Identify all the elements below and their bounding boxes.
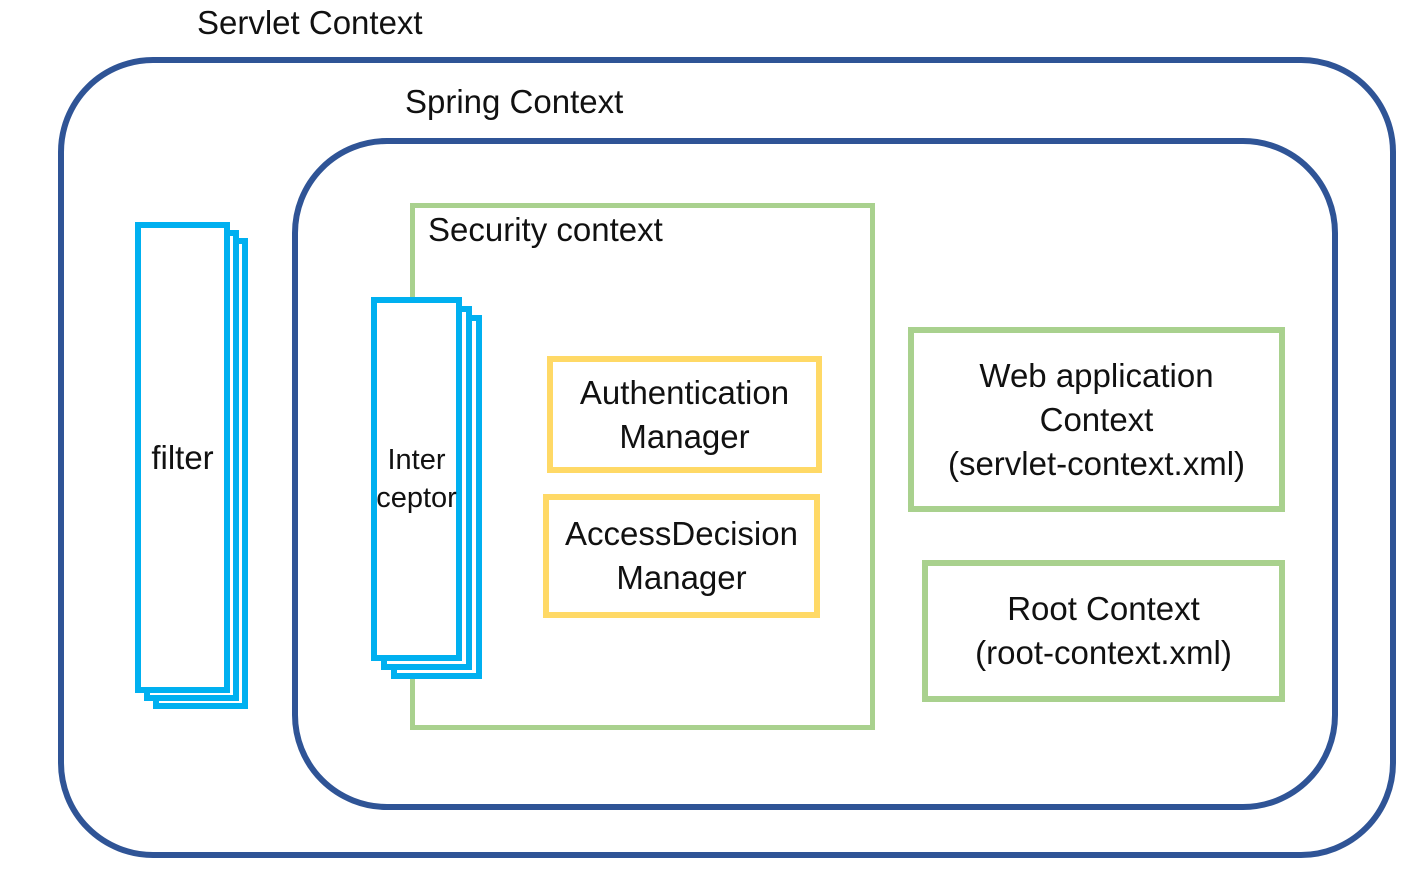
root-context-line1: Root Context (1007, 590, 1200, 627)
servlet-context-label: Servlet Context (197, 4, 423, 41)
web-application-context-line2: Context (1039, 400, 1154, 438)
root-context-line2: (root-context.xml) (975, 634, 1232, 671)
web-application-context-box: Web application Context (servlet-context… (908, 327, 1285, 512)
access-decision-manager-box: AccessDecision Manager (543, 494, 820, 618)
servlet-context-outline (58, 57, 1396, 858)
root-context-box: Root Context (root-context.xml) (922, 560, 1285, 702)
authentication-manager-box: Authentication Manager (547, 356, 822, 473)
filter-label: filter (151, 438, 214, 476)
interceptor-label-line1: Inter (387, 444, 446, 476)
security-context-label: Security context (428, 211, 663, 248)
filter-stack: filter (135, 222, 249, 710)
interceptor-page-front: Inter ceptor (371, 297, 462, 661)
filter-page-front: filter (135, 222, 230, 693)
access-decision-manager-line2: Manager (616, 559, 747, 596)
access-decision-manager-line1: AccessDecision (565, 515, 798, 552)
authentication-manager-line2: Manager (619, 417, 750, 455)
interceptor-stack: Inter ceptor (371, 297, 483, 680)
authentication-manager-line1: Authentication (579, 373, 790, 411)
spring-context-label: Spring Context (405, 83, 624, 120)
interceptor-label-line2: ceptor (376, 482, 457, 514)
web-application-context-line1: Web application (979, 356, 1214, 394)
spring-context-outline (292, 138, 1338, 810)
web-application-context-line3: (servlet-context.xml) (947, 444, 1246, 482)
